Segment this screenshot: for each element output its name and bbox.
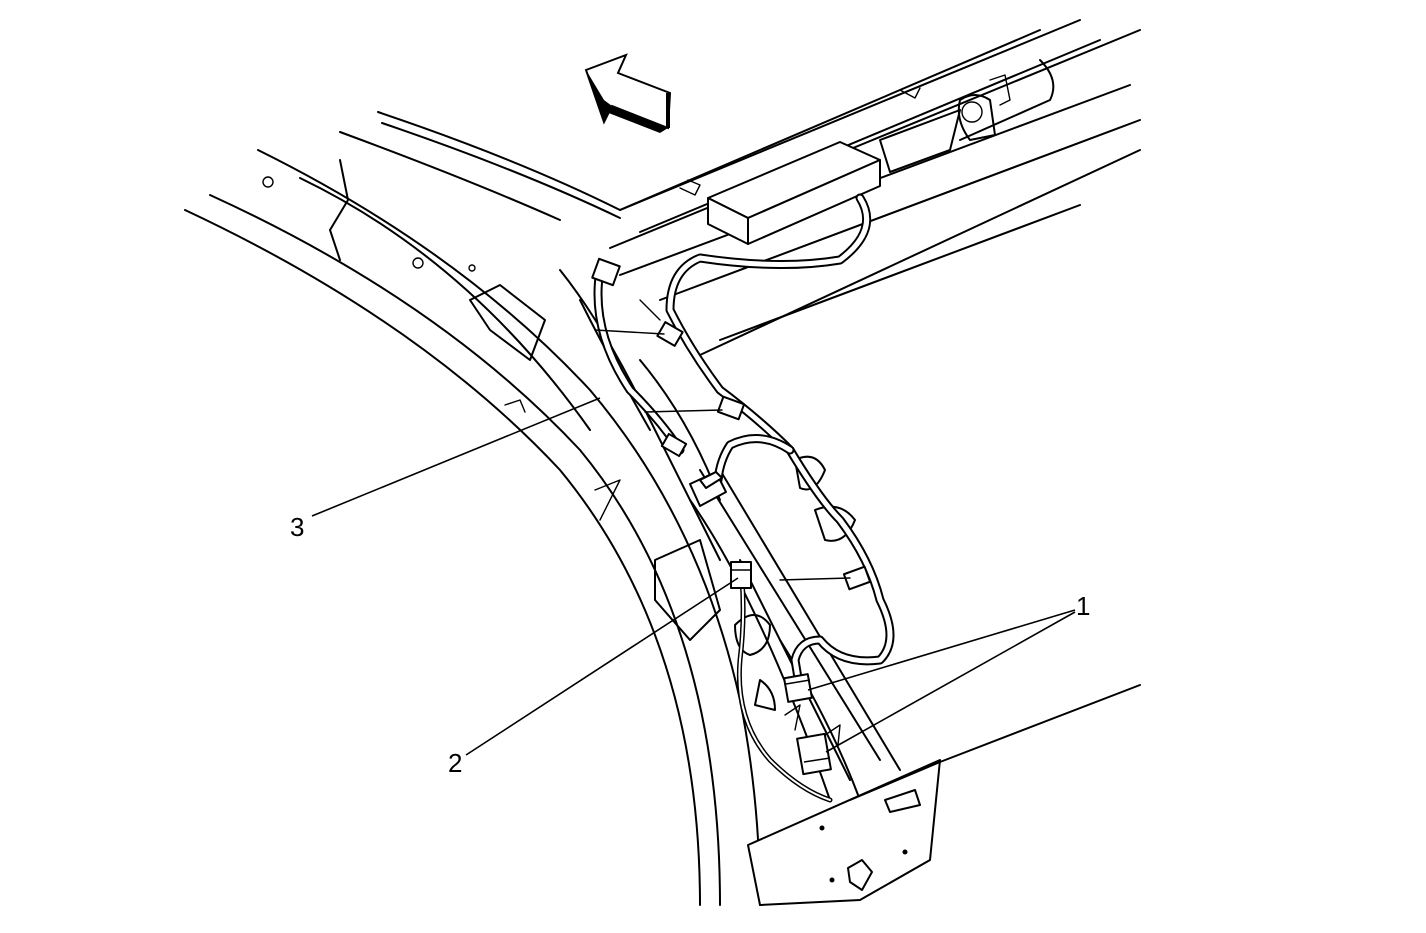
antenna-cable — [736, 575, 833, 803]
module-box — [707, 141, 881, 245]
connector-item-1-upper — [783, 673, 813, 703]
harness-connector-upper — [689, 471, 727, 507]
harness-clips — [591, 257, 872, 591]
forward-direction-arrow-icon — [584, 53, 672, 133]
leader-line-1a — [807, 609, 1076, 691]
leader-line-3 — [311, 397, 601, 517]
leader-line-1b — [825, 611, 1076, 753]
connector-item-2 — [730, 561, 752, 589]
mounting-holes — [734, 455, 856, 746]
lower-bracket-plate — [747, 684, 1141, 906]
callout-leaders — [311, 397, 1076, 756]
callout-label-3: 3 — [290, 512, 304, 542]
a-pillar-structure — [184, 149, 901, 906]
clip-leaders — [594, 299, 851, 581]
connector-item-1-lower — [796, 732, 832, 776]
leader-line-2 — [465, 577, 739, 756]
roof-rail-structure — [339, 19, 1141, 356]
callout-label-2: 2 — [448, 748, 462, 778]
main-wiring-harness — [593, 193, 895, 695]
callout-label-1: 1 — [1076, 591, 1090, 621]
